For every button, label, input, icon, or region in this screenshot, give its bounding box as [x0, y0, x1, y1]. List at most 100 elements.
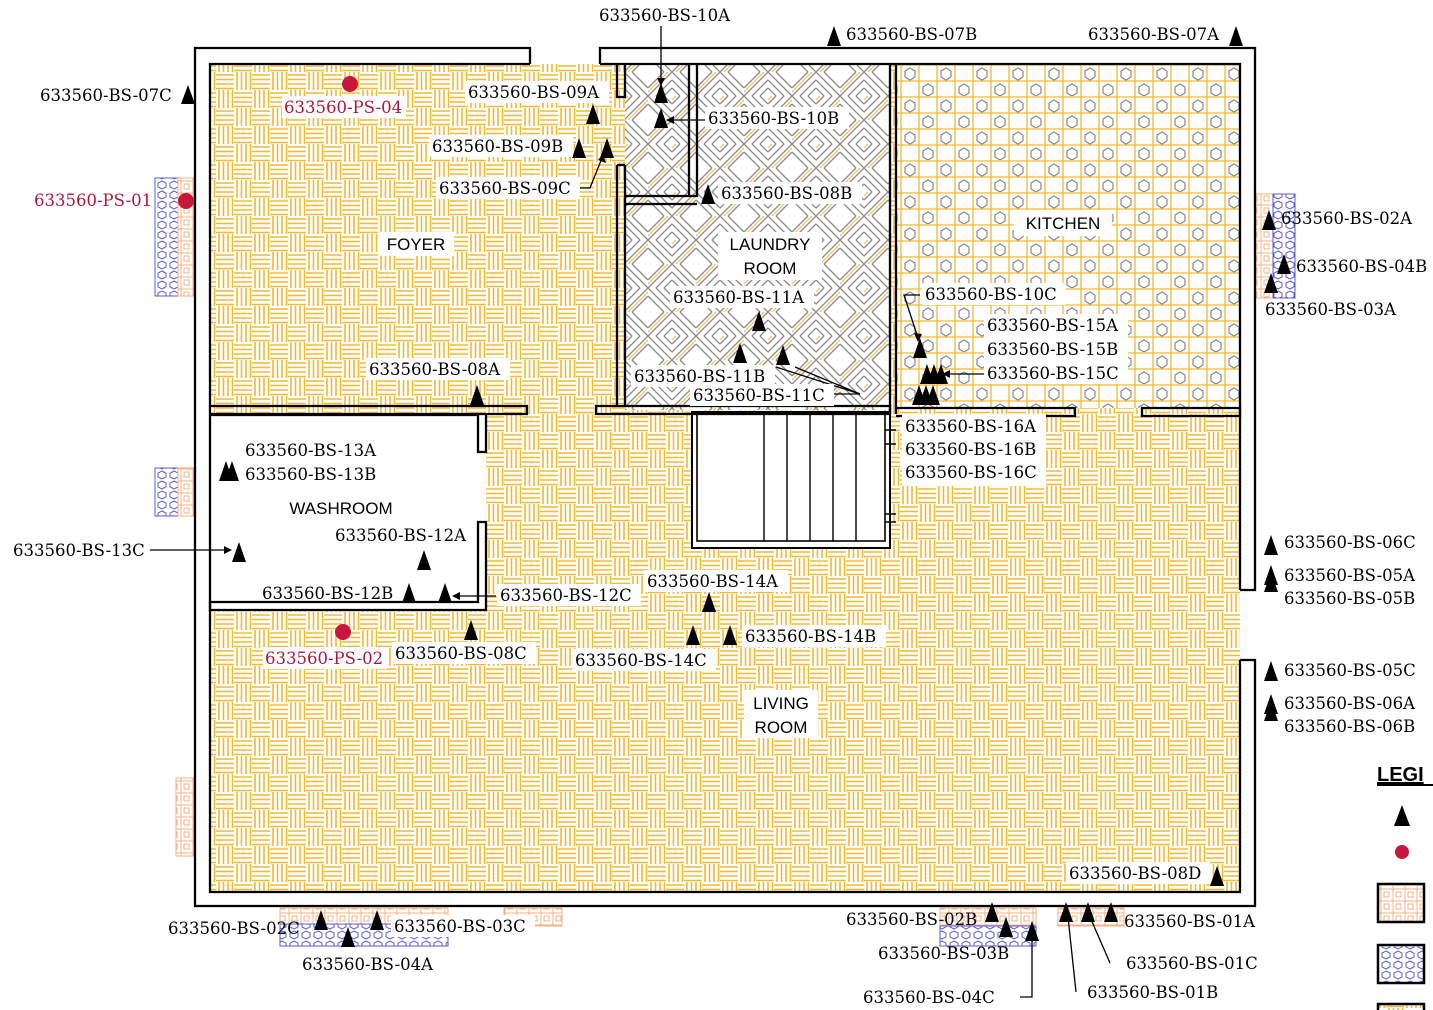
sample-marker-bs-04b[interactable] — [1277, 254, 1291, 274]
sample-marker-bs-07a[interactable] — [1229, 26, 1243, 46]
legend-orange-hatch-icon — [1376, 882, 1426, 924]
sample-marker-bs-14b[interactable] — [723, 625, 737, 645]
label-bs-11b: 633560-BS-11B — [634, 367, 765, 386]
label-bs-04a: 633560-BS-04A — [302, 955, 434, 974]
sample-marker-bs-11a[interactable] — [752, 311, 766, 331]
label-bs-10c: 633560-BS-10C — [925, 285, 1057, 304]
label-bs-16b: 633560-BS-16B — [905, 440, 1036, 459]
label-bs-11a: 633560-BS-11A — [673, 288, 805, 307]
sample-marker-bs-15b[interactable] — [920, 364, 934, 384]
label-bs-02a: 633560-BS-02A — [1281, 209, 1413, 228]
sample-marker-bs-03c[interactable] — [370, 910, 384, 930]
label-bs-04c: 633560-BS-04C — [863, 988, 995, 1007]
label-bs-12b: 633560-BS-12B — [262, 584, 393, 603]
sample-marker-bs-07c[interactable] — [181, 85, 195, 104]
sample-marker-bs-02a[interactable] — [1262, 210, 1276, 230]
label-bs-08c: 633560-BS-08C — [395, 644, 527, 663]
sample-point-ps-04[interactable] — [342, 76, 358, 92]
legend-blue-hatch-icon — [1376, 943, 1426, 985]
label-bs-02c: 633560-BS-02C — [168, 919, 300, 938]
sample-marker-bs-12a[interactable] — [417, 550, 431, 570]
label-bs-01a: 633560-BS-01A — [1124, 912, 1256, 931]
label-bs-04b: 633560-BS-04B — [1296, 257, 1427, 276]
sample-marker-bs-13c[interactable] — [232, 542, 246, 562]
leader-lines — [150, 26, 1111, 998]
sample-marker-bs-10b[interactable] — [654, 108, 668, 128]
room-label-washroom: WASHROOM — [289, 499, 392, 518]
sample-marker-bs-09a[interactable] — [586, 104, 600, 124]
sample-marker-bs-13b[interactable] — [225, 461, 239, 481]
label-bs-02b: 633560-BS-02B — [846, 910, 977, 929]
sample-marker-bs-10a[interactable] — [654, 83, 668, 103]
sample-point-ps-02[interactable] — [335, 624, 351, 640]
sample-marker-bs-07b[interactable] — [827, 26, 841, 46]
label-bs-01c: 633560-BS-01C — [1126, 954, 1258, 973]
point-sample-markers — [178, 76, 358, 640]
sample-marker-bs-02c[interactable] — [314, 910, 328, 930]
label-bs-08b: 633560-BS-08B — [721, 184, 852, 203]
label-bs-06b: 633560-BS-06B — [1284, 717, 1415, 736]
room-label-laundry-room: ROOM — [744, 259, 797, 278]
label-ps-04: 633560-PS-04 — [284, 98, 402, 117]
leader-arrowheads — [224, 78, 950, 600]
sample-marker-bs-06b[interactable] — [1264, 701, 1278, 721]
sample-marker-bs-01b[interactable] — [1059, 902, 1073, 922]
label-bs-16a: 633560-BS-16A — [905, 417, 1037, 436]
legend-bulk-sample-icon — [1394, 805, 1410, 826]
sample-marker-bs-12c[interactable] — [438, 583, 452, 603]
sample-marker-bs-05c[interactable] — [1264, 661, 1278, 681]
sample-marker-bs-10c[interactable] — [913, 338, 927, 358]
sample-marker-bs-11c[interactable] — [776, 345, 790, 365]
label-bs-07a: 633560-BS-07A — [1088, 25, 1220, 44]
room-labels: FOYER LAUNDRY ROOM KITCHEN WASHROOM LIVI… — [289, 210, 1112, 738]
legend-wood-floor-icon — [1376, 1002, 1426, 1010]
sample-marker-bs-08a[interactable] — [470, 385, 484, 405]
legend-point-sample-icon — [1395, 845, 1409, 859]
sample-marker-bs-05b[interactable] — [1264, 572, 1278, 592]
sample-marker-bs-14a[interactable] — [702, 592, 716, 612]
label-bs-07c: 633560-BS-07C — [40, 86, 172, 105]
label-bs-01b: 633560-BS-01B — [1087, 983, 1218, 1002]
sample-marker-bs-12b[interactable] — [402, 583, 416, 603]
label-bs-13a: 633560-BS-13A — [245, 441, 377, 460]
room-label-living: LIVING — [753, 694, 809, 713]
label-bs-13b: 633560-BS-13B — [245, 465, 376, 484]
legend-title: LEGI — [1377, 764, 1424, 786]
sample-marker-bs-09b[interactable] — [572, 138, 586, 158]
sample-marker-bs-15c[interactable] — [934, 364, 948, 384]
sample-marker-bs-08c[interactable] — [464, 620, 478, 640]
label-bs-09b: 633560-BS-09B — [432, 137, 563, 156]
sample-marker-bs-03b[interactable] — [999, 917, 1013, 937]
sample-marker-bs-04a[interactable] — [341, 927, 355, 947]
sample-marker-bs-09c[interactable] — [600, 138, 614, 158]
sample-marker-bs-11b[interactable] — [733, 343, 747, 363]
sample-marker-bs-08d[interactable] — [1210, 866, 1224, 886]
label-bs-15b: 633560-BS-15B — [987, 340, 1118, 359]
sample-marker-bs-08b[interactable] — [701, 184, 715, 204]
sample-point-ps-01[interactable] — [178, 193, 194, 209]
sample-labels: 633560-BS-10A 633560-BS-07B 633560-BS-07… — [13, 4, 1427, 1007]
sample-marker-bs-14c[interactable] — [686, 625, 700, 645]
room-label-living-room: ROOM — [755, 718, 808, 737]
label-bs-03b: 633560-BS-03B — [878, 944, 1009, 963]
label-bs-10b: 633560-BS-10B — [708, 109, 839, 128]
label-ps-01: 633560-PS-01 — [34, 191, 152, 210]
sample-marker-bs-16c[interactable] — [926, 385, 940, 405]
room-label-laundry: LAUNDRY — [730, 235, 811, 254]
sample-marker-bs-02b[interactable] — [985, 902, 999, 922]
label-bs-13c: 633560-BS-13C — [13, 541, 145, 560]
sample-marker-bs-06c[interactable] — [1264, 535, 1278, 555]
label-bs-07b: 633560-BS-07B — [846, 25, 977, 44]
sample-marker-bs-01a[interactable] — [1104, 902, 1118, 922]
sample-marker-bs-01c[interactable] — [1081, 902, 1095, 922]
label-bs-14b: 633560-BS-14B — [745, 627, 876, 646]
label-bs-05a: 633560-BS-05A — [1284, 566, 1416, 585]
label-bs-08a: 633560-BS-08A — [369, 360, 501, 379]
sample-marker-bs-04c[interactable] — [1025, 921, 1039, 941]
sample-marker-bs-03a[interactable] — [1264, 273, 1278, 293]
label-bs-09c: 633560-BS-09C — [439, 179, 571, 198]
label-bs-05c: 633560-BS-05C — [1284, 661, 1416, 680]
bulk-sample-markers — [181, 26, 1291, 947]
